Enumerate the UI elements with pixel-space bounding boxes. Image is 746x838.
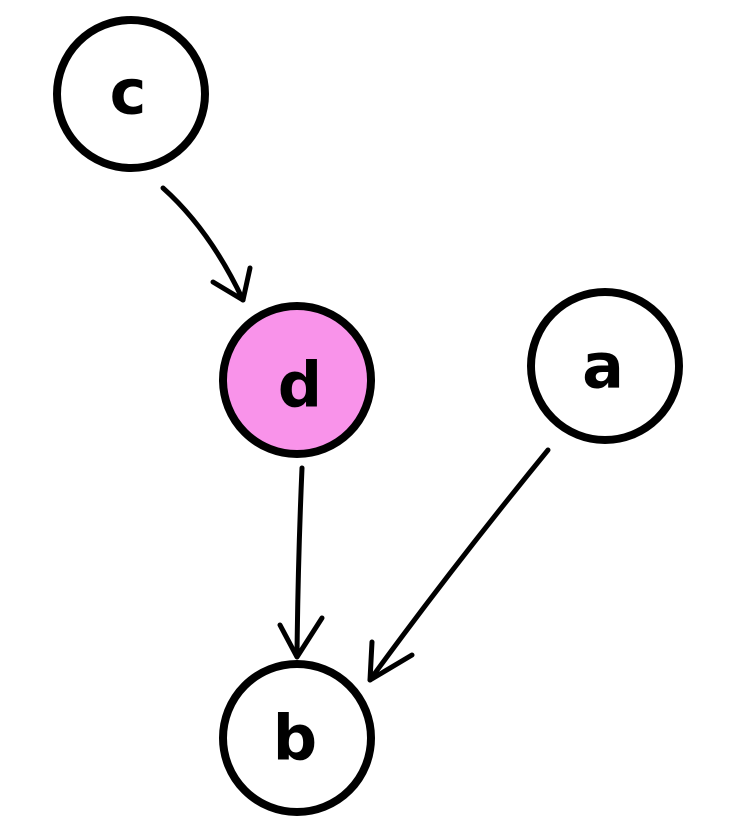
node-label: d xyxy=(278,349,322,422)
node-label: b xyxy=(273,702,317,775)
node-b[interactable]: b xyxy=(219,660,375,816)
edge-a-b xyxy=(367,447,551,683)
edge-c-d xyxy=(160,185,253,303)
node-a[interactable]: a xyxy=(527,288,683,444)
node-label: c xyxy=(110,56,147,129)
node-d[interactable]: d xyxy=(219,302,375,458)
node-label: a xyxy=(582,330,624,403)
node-c[interactable]: c xyxy=(53,16,209,172)
edge-d-b xyxy=(277,465,325,660)
